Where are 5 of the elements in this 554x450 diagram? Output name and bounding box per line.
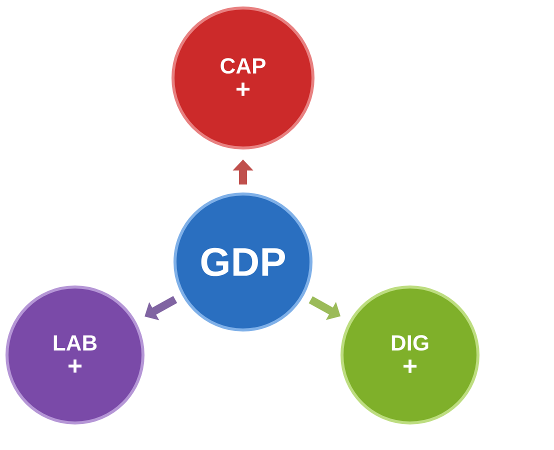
circle-node: CAP + <box>172 6 314 150</box>
block-arrow <box>144 296 178 320</box>
circle-node: GDP <box>174 192 312 332</box>
circle-node: LAB + <box>6 286 144 424</box>
circle-node: DIG + <box>340 286 480 424</box>
